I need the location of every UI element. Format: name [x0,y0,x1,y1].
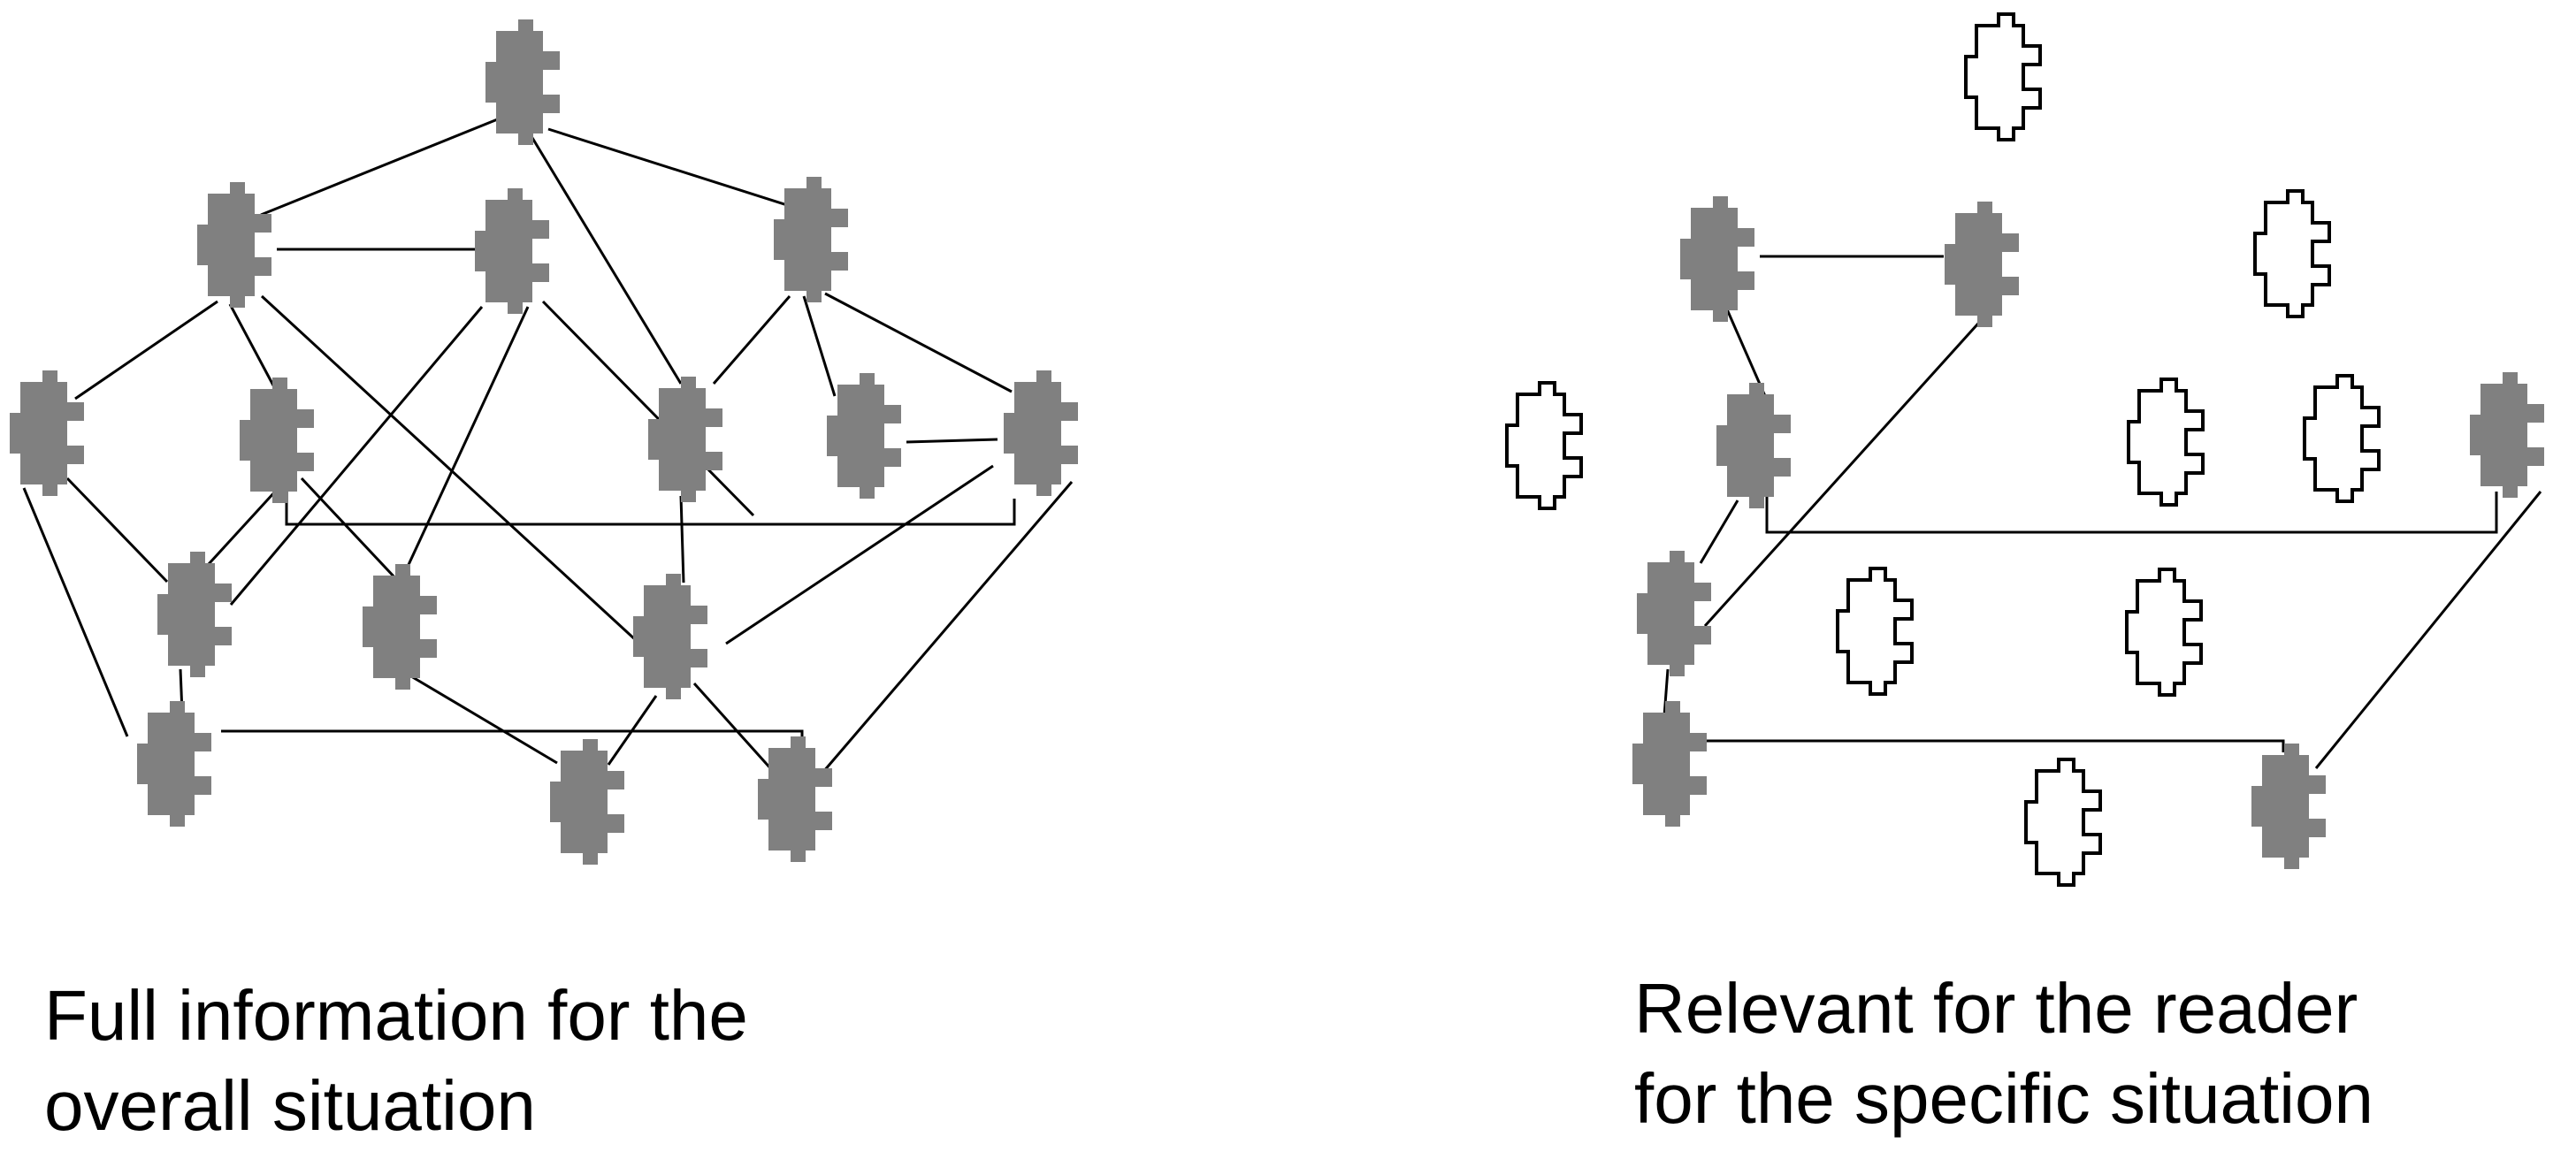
puzzle-piece-filled-icon [1004,370,1078,496]
left-connector-line [229,306,484,606]
puzzle-piece-filled-icon [1680,196,1754,322]
left-connector-line [692,682,774,772]
left-connector-line [65,477,169,584]
puzzle-piece-outline-icon [2125,568,2203,697]
right-connector-line [1699,739,2285,752]
left-connector-line [300,477,399,582]
puzzle-piece-outline-icon [2127,378,2205,507]
left-connector-line [228,303,281,398]
left-connector-line [906,438,998,444]
puzzle-piece-filled-icon [633,574,707,699]
right-connector-line [1765,492,2498,534]
left-connector-line [607,695,658,766]
puzzle-piece-outline-icon [1836,567,1914,696]
right-connector-line [1699,500,1739,564]
right-caption-line-1: Relevant for the reader [1634,969,2358,1048]
left-connector-line [260,294,638,643]
left-connector-line [802,295,837,397]
left-caption-line-1: Full information for the [44,976,748,1055]
puzzle-piece-filled-icon [363,564,437,690]
left-caption-line-2: overall situation [44,1066,536,1145]
puzzle-piece-filled-icon [648,377,722,502]
puzzle-piece-filled-icon [1632,701,1707,827]
left-network-connectors [22,117,1074,779]
left-connector-line [400,306,530,581]
right-caption: Relevant for the reader for the specific… [1634,964,2373,1144]
puzzle-piece-outline-icon [2253,189,2331,318]
left-connector-line [221,729,804,751]
puzzle-piece-filled-icon [1945,202,2019,327]
right-connector-line [1725,309,1767,397]
puzzle-piece-filled-icon [157,552,232,677]
left-connector-line [679,495,685,584]
right-caption-line-2: for the specific situation [1634,1059,2373,1138]
left-connector-line [824,292,1013,393]
right-connector-line [1663,668,1670,717]
puzzle-piece-filled-icon [485,19,560,145]
puzzle-piece-filled-icon [1716,383,1791,508]
puzzle-piece-outline-icon [1505,381,1583,510]
left-connector-line [725,464,994,645]
left-connector-line [547,127,788,207]
left-connector-line [528,133,683,385]
puzzle-piece-filled-icon [827,373,901,499]
puzzle-piece-outline-icon [2024,758,2102,887]
right-network-pieces [1505,12,2544,887]
right-network-connectors [1663,255,2542,769]
puzzle-piece-outline-icon [2303,374,2381,503]
right-connector-line [1703,314,1987,628]
puzzle-piece-filled-icon [2251,744,2326,869]
puzzle-piece-filled-icon [1637,551,1711,676]
left-caption: Full information for the overall situati… [44,971,748,1151]
puzzle-piece-filled-icon [10,370,84,496]
left-connector-line [816,481,1074,779]
left-connector-line [712,295,791,385]
puzzle-piece-filled-icon [758,736,832,862]
left-connector-line [197,489,278,576]
left-connector-line [74,300,218,400]
puzzle-piece-filled-icon [240,378,314,503]
left-connector-line [22,487,129,737]
left-connector-line [541,300,755,517]
left-connector-line [285,456,1016,526]
puzzle-piece-filled-icon [197,182,271,308]
puzzle-piece-filled-icon [774,177,848,302]
puzzle-piece-filled-icon [137,701,211,827]
left-connector-line [260,117,501,217]
puzzle-piece-outline-icon [1964,12,2042,141]
right-connector-line [2314,491,2542,769]
puzzle-piece-filled-icon [475,188,549,314]
left-connector-line [410,675,558,765]
puzzle-piece-filled-icon [2470,372,2544,498]
